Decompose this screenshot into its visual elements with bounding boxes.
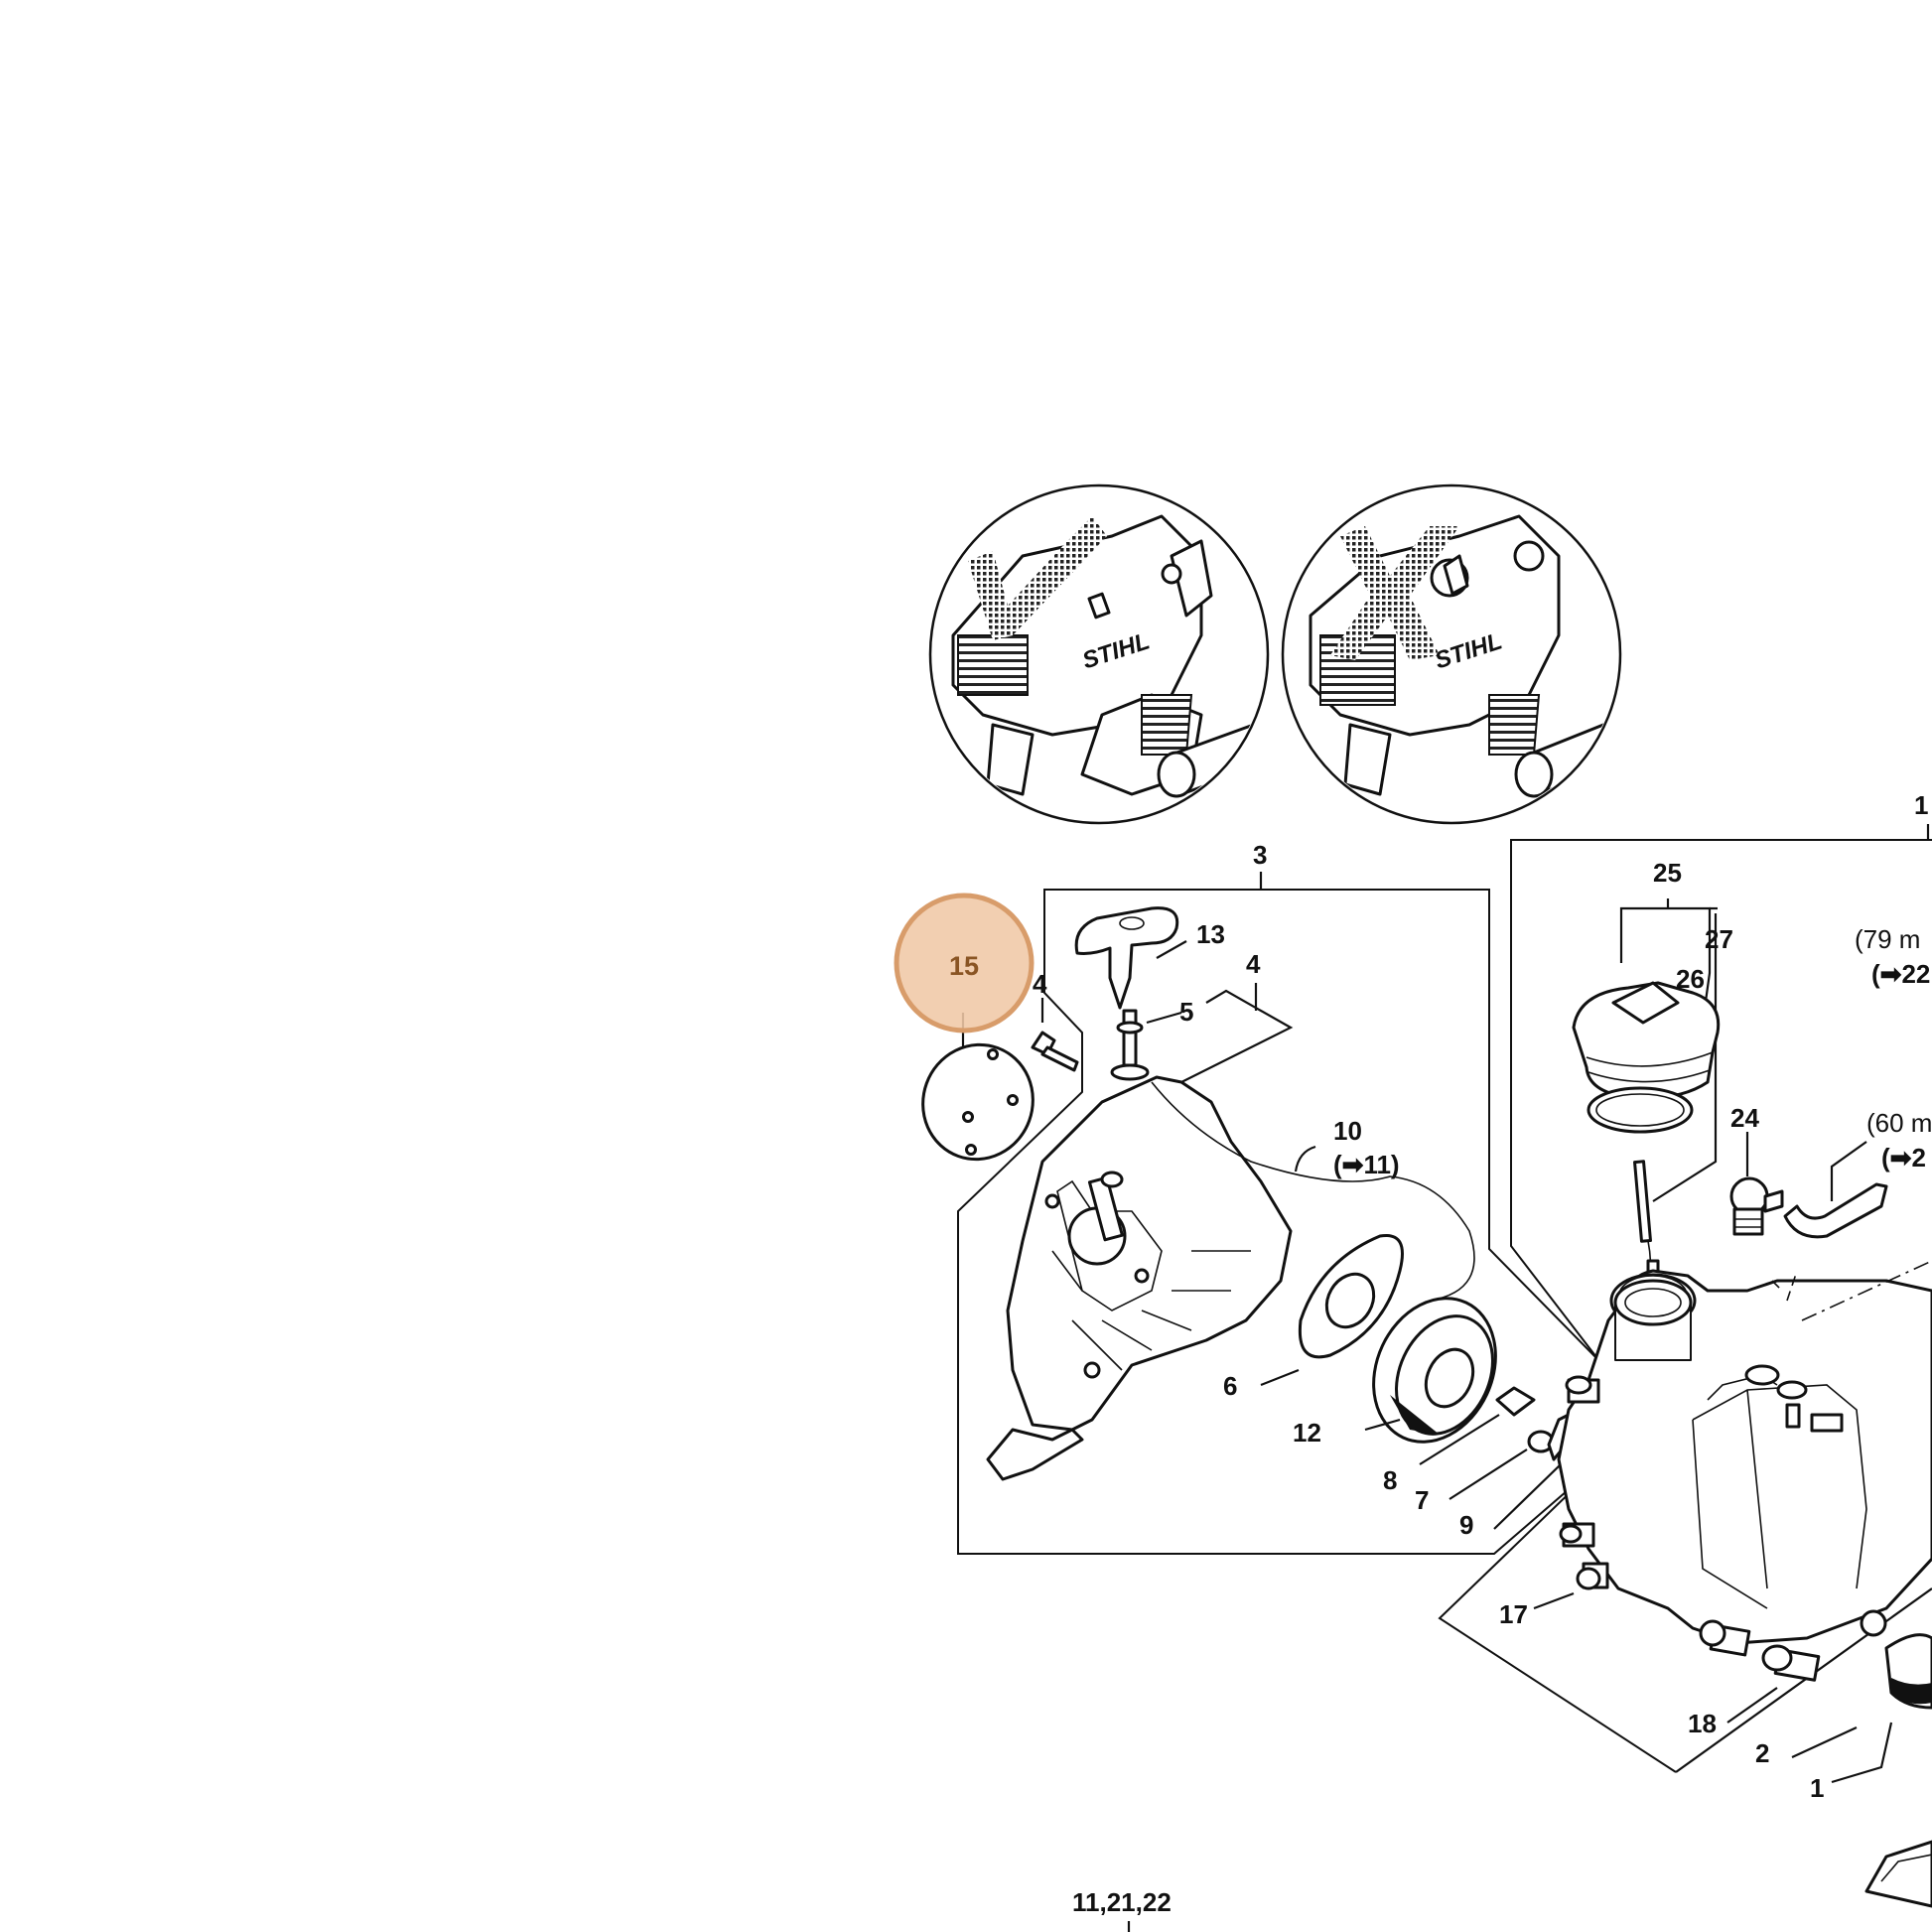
- label-15: 15: [949, 951, 979, 981]
- rope-rotor: 12: [1293, 1297, 1497, 1448]
- starter-grip: 13: [1074, 906, 1225, 1010]
- label-79mm-ref: (➡22: [1871, 959, 1930, 989]
- label-3: 3: [1253, 840, 1267, 870]
- label-60mm-ref: (➡2: [1881, 1143, 1926, 1173]
- fuel-tank-assembly: 1 25 27 26 24 (79 m (➡22 (60 m (➡2: [1438, 790, 1932, 1908]
- cover-plate: [921, 1013, 1035, 1162]
- label-25: 25: [1653, 858, 1682, 888]
- spring-cover: 6: [1223, 1233, 1404, 1401]
- screw-4-left: 4: [1031, 969, 1079, 1072]
- label-6: 6: [1223, 1371, 1237, 1401]
- label-12: 12: [1293, 1418, 1321, 1448]
- label-24: 24: [1730, 1103, 1759, 1133]
- check-mark-icon: [968, 516, 1107, 640]
- engine-view-approved: STIHL: [928, 483, 1270, 825]
- label-9: 9: [1459, 1510, 1473, 1540]
- label-10: 10: [1333, 1116, 1362, 1146]
- label-27: 27: [1705, 924, 1733, 954]
- label-8: 8: [1383, 1465, 1397, 1495]
- label-60mm: (60 m: [1866, 1108, 1932, 1138]
- label-1: 1: [1810, 1773, 1824, 1803]
- label-2: 2: [1755, 1738, 1769, 1768]
- label-13: 13: [1196, 919, 1225, 949]
- label-7: 7: [1415, 1485, 1429, 1515]
- label-11-21-22: 11,21,22: [1072, 1887, 1172, 1917]
- label-4-left: 4: [1033, 969, 1047, 999]
- engine-view-rejected: STIHL: [1281, 483, 1622, 825]
- label-10-ref: (➡11): [1333, 1150, 1400, 1179]
- label-79mm: (79 m: [1855, 924, 1920, 954]
- cross-mark-icon: [1330, 526, 1459, 660]
- starter-assembly: 3 13 5 4 10 (➡11): [957, 840, 1604, 1555]
- label-4-right: 4: [1246, 949, 1261, 979]
- label-16: 1: [1914, 790, 1928, 820]
- label-5: 5: [1179, 997, 1193, 1027]
- highlight-marker[interactable]: 15: [894, 893, 1035, 1034]
- label-17: 17: [1499, 1599, 1528, 1629]
- label-18: 18: [1688, 1709, 1717, 1738]
